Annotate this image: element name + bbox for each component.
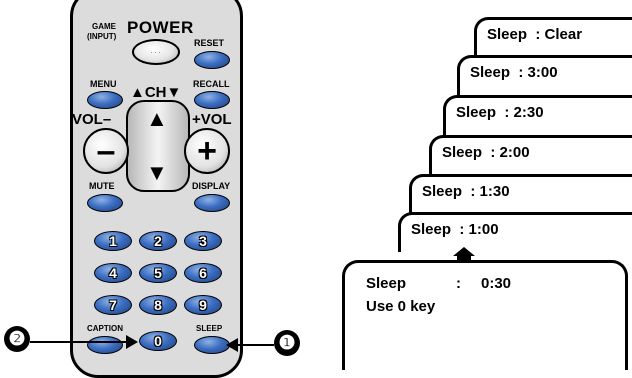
number-button-9[interactable]: 9 [184, 295, 222, 315]
sleep-state-3-00: Sleep : 3:00 [457, 55, 632, 95]
volume-up-button[interactable]: + [184, 128, 230, 174]
recall-button[interactable] [194, 91, 230, 109]
sleep-state-1-30: Sleep : 1:30 [409, 174, 632, 214]
recall-label: RECALL [193, 79, 230, 89]
display-button[interactable] [194, 194, 230, 212]
number-button-0[interactable]: 0 [139, 331, 177, 351]
remote-control: GAME (INPUT) POWER ··· RESET MENU ▲CH▼ R… [70, 0, 243, 378]
plus-icon: + [197, 132, 217, 170]
up-arrow-icon [453, 247, 475, 256]
reset-button[interactable] [194, 51, 230, 69]
number-button-7[interactable]: 7 [94, 295, 132, 315]
number-button-4[interactable]: 4 [94, 263, 132, 283]
callout-1-arrow-head [226, 338, 238, 352]
callout-2-arrow-head [126, 335, 138, 349]
mute-label: MUTE [89, 181, 115, 191]
sleep-state-clear: Sleep : Clear [474, 17, 632, 57]
mute-button[interactable] [87, 194, 123, 212]
sleep-display-value: 0:30 [481, 275, 512, 292]
number-button-5[interactable]: 5 [139, 263, 177, 283]
display-label: DISPLAY [192, 181, 231, 191]
menu-label: MENU [90, 79, 117, 89]
number-button-1[interactable]: 1 [94, 231, 132, 251]
callout-2-badge: ❷ [4, 326, 30, 352]
channel-down-button[interactable]: ▼ [146, 160, 168, 185]
caption-button[interactable] [87, 336, 123, 354]
sleep-state-2-30: Sleep : 2:30 [443, 95, 632, 135]
game-input-label-line1: GAME [92, 22, 116, 31]
caption-label: CAPTION [87, 324, 123, 333]
vol-plus-label: +VOL [192, 111, 232, 128]
callout-2-arrow-line [30, 341, 128, 343]
number-button-8[interactable]: 8 [139, 295, 177, 315]
callout-1-badge: ❶ [274, 330, 300, 356]
channel-label: ▲CH▼ [130, 84, 182, 101]
sleep-display-box: Sleep : 0:30 Use 0 key [342, 260, 628, 370]
sleep-button[interactable] [194, 336, 230, 354]
minus-icon: – [96, 132, 116, 170]
sleep-state-1-00: Sleep : 1:00 [398, 212, 632, 252]
power-button[interactable]: ··· [132, 39, 180, 65]
power-label: POWER [127, 18, 194, 37]
sleep-display-label: Sleep [366, 275, 407, 292]
sleep-display-hint: Use 0 key [366, 298, 436, 315]
number-button-6[interactable]: 6 [184, 263, 222, 283]
up-arrow-base [457, 255, 471, 260]
menu-button[interactable] [87, 91, 123, 109]
sleep-label: SLEEP [196, 324, 223, 333]
vol-minus-label: VOL– [72, 111, 112, 128]
reset-label: RESET [194, 38, 225, 48]
number-button-2[interactable]: 2 [139, 231, 177, 251]
number-button-3[interactable]: 3 [184, 231, 222, 251]
sleep-state-2-00: Sleep : 2:00 [429, 135, 632, 175]
game-input-label-line2: (INPUT) [87, 32, 117, 41]
power-button-dots: ··· [150, 47, 162, 57]
sleep-display-colon: : [456, 275, 461, 292]
channel-up-button[interactable]: ▲ [146, 106, 168, 131]
volume-down-button[interactable]: – [83, 128, 129, 174]
callout-1-arrow-line [236, 344, 274, 346]
channel-pad: ▲ ▼ [126, 100, 190, 192]
